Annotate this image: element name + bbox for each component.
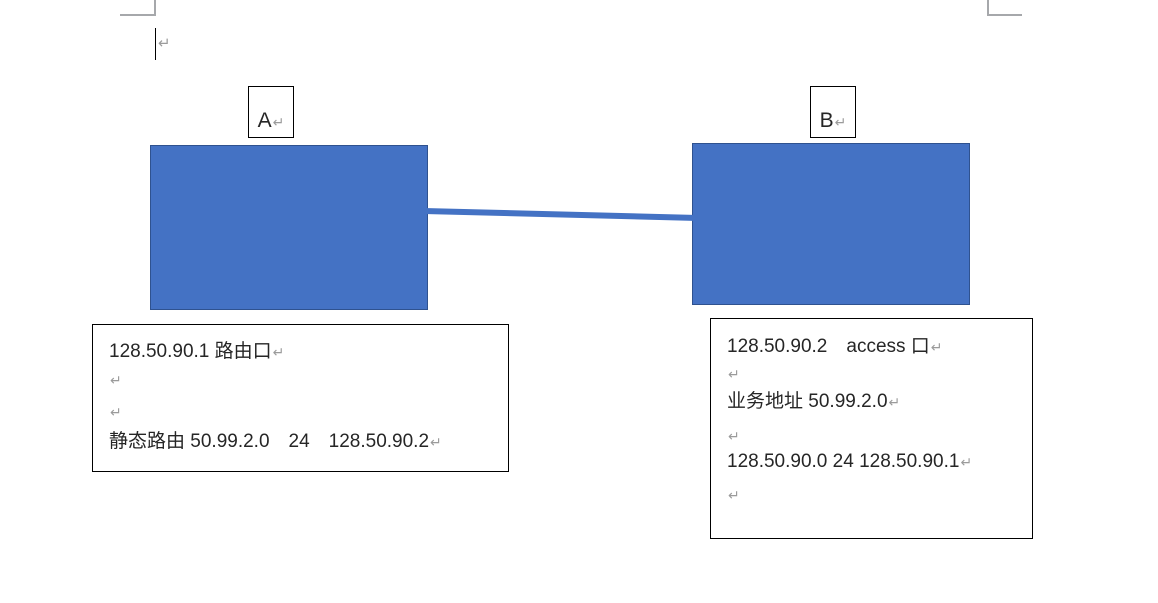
note-line: 128.50.90.1 路由口↵: [109, 342, 284, 361]
connector-line[interactable]: [423, 200, 699, 228]
note-line-text: 业务地址 50.99.2.0: [727, 391, 888, 412]
paragraph-mark-icon: ↵: [960, 454, 973, 470]
paragraph-mark-icon: ↵: [728, 428, 740, 444]
device-rectangle-b[interactable]: [692, 143, 970, 305]
label-box-b-text: B: [819, 109, 834, 132]
paragraph-mark-icon: ↵: [110, 372, 122, 388]
paragraph-mark-icon: ↵: [728, 487, 740, 503]
paragraph-mark-icon: ↵: [272, 114, 285, 130]
page-margin-mark-top-left: [120, 0, 156, 16]
paragraph-mark-icon: ↵: [430, 434, 442, 450]
text-caret[interactable]: [155, 28, 156, 60]
paragraph-mark-icon: ↵: [110, 404, 122, 420]
note-line-text: 128.50.90.0 24 128.50.90.1: [727, 451, 960, 472]
note-line: 128.50.90.0 24 128.50.90.1↵: [727, 452, 972, 471]
note-line: 128.50.90.2 access 口↵: [727, 337, 943, 356]
note-line-text: 静态路由 50.99.2.0 24 128.50.90.2: [109, 431, 430, 452]
note-line: 业务地址 50.99.2.0↵: [727, 392, 900, 411]
device-rectangle-a[interactable]: [150, 145, 428, 310]
note-line: 静态路由 50.99.2.0 24 128.50.90.2↵: [109, 432, 442, 451]
note-line-text: 128.50.90.2 access 口: [727, 336, 930, 357]
note-line: ↵: [727, 488, 740, 502]
note-line: ↵: [727, 367, 740, 381]
paragraph-mark-icon: ↵: [728, 366, 740, 382]
label-box-a[interactable]: A↵: [248, 86, 294, 138]
label-box-b[interactable]: B↵: [810, 86, 856, 138]
paragraph-mark-icon: ↵: [272, 344, 285, 360]
note-line: ↵: [727, 429, 740, 443]
note-line: ↵: [109, 373, 122, 387]
paragraph-mark-icon: ↵: [158, 35, 171, 52]
paragraph-mark-icon: ↵: [930, 339, 943, 355]
page-margin-mark-top-right: [987, 0, 1022, 16]
note-line-text: 128.50.90.1 路由口: [109, 341, 272, 362]
paragraph-mark-icon: ↵: [834, 114, 847, 130]
note-textbox-left[interactable]: 128.50.90.1 路由口↵ ↵ ↵ 静态路由 50.99.2.0 24 1…: [92, 324, 509, 472]
label-box-a-text: A: [257, 109, 272, 132]
note-textbox-right[interactable]: 128.50.90.2 access 口↵ ↵ 业务地址 50.99.2.0↵ …: [710, 318, 1033, 539]
paragraph-mark-icon: ↵: [888, 394, 901, 410]
note-line: ↵: [109, 405, 122, 419]
